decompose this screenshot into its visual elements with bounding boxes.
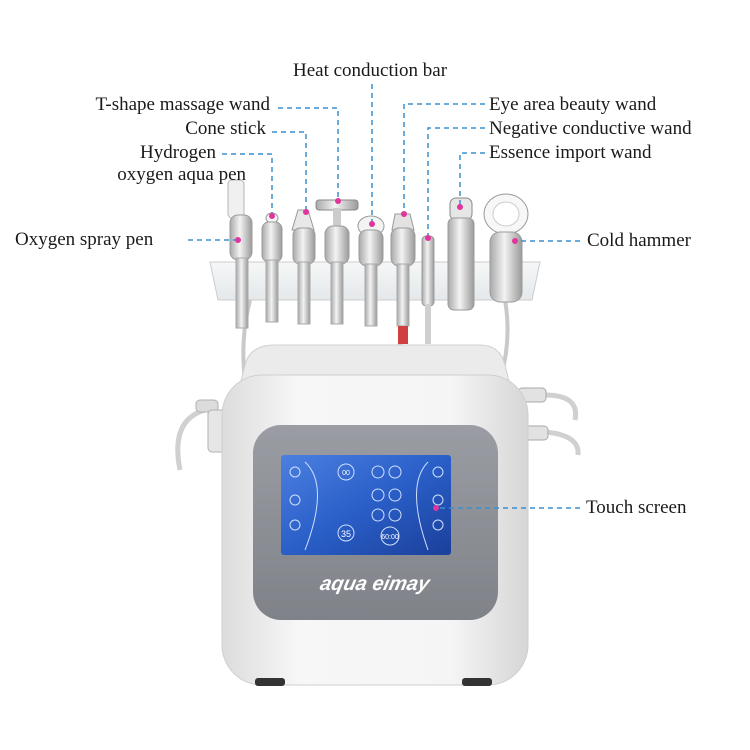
label-oxygen-aqua-pen: oxygen aqua pen <box>117 164 246 185</box>
label-cold-hammer: Cold hammer <box>587 230 691 251</box>
heat-conduction-bar <box>357 215 385 327</box>
screen-dial-left: 35 <box>341 529 351 539</box>
label-eye-area-beauty-wand: Eye area beauty wand <box>489 94 657 115</box>
brand-logo: aqua eimay <box>318 573 433 595</box>
oxygen-spray-pen <box>227 179 253 329</box>
hydrogen-aqua-pen <box>261 212 283 323</box>
screen-ui <box>289 461 444 551</box>
negative-conductive-wand <box>421 235 435 344</box>
touch-screen[interactable] <box>281 455 451 555</box>
cone-stick <box>291 209 316 325</box>
label-heat-conduction-bar: Heat conduction bar <box>293 60 448 81</box>
label-essence-import-wand: Essence import wand <box>489 142 652 163</box>
label-touch-screen: Touch screen <box>586 497 687 518</box>
leader-lines <box>188 84 580 509</box>
cold-hammer <box>483 193 529 303</box>
essence-import-wand <box>447 197 475 311</box>
screen-dial-top: 00 <box>342 470 350 477</box>
label-hydrogen: Hydrogen <box>140 142 216 163</box>
label-cone-stick: Cone stick <box>185 118 266 139</box>
label-negative-conductive-wand: Negative conductive wand <box>489 118 692 139</box>
handpieces <box>227 179 529 344</box>
marker-dots <box>235 198 518 511</box>
label-oxygen-spray-pen: Oxygen spray pen <box>15 229 154 250</box>
label-t-shape-massage-wand: T-shape massage wand <box>95 94 270 115</box>
t-shape-wand <box>315 199 359 325</box>
left-cable <box>175 399 227 471</box>
screen-dial-center: 60:00 <box>381 534 399 541</box>
eye-area-wand <box>390 213 416 344</box>
